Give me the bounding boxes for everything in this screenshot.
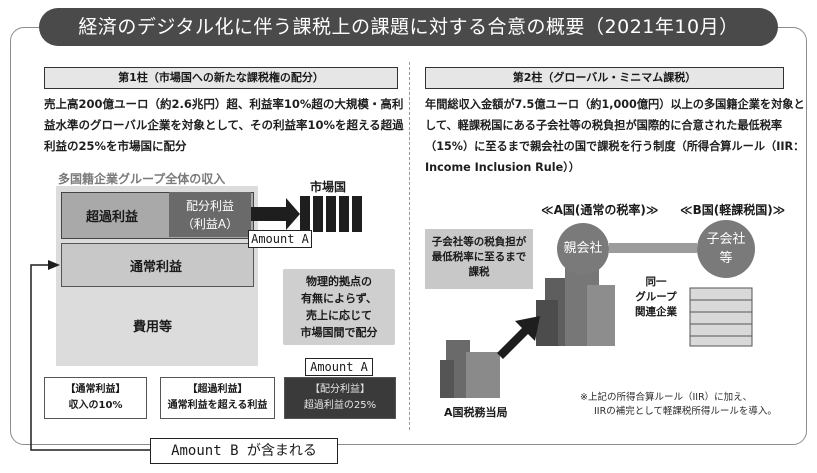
normal-profit-box bbox=[61, 243, 254, 287]
allocation-arrow bbox=[251, 198, 300, 230]
country-a-label: ≪A国(通常の税率)≫ bbox=[541, 203, 659, 217]
pillar1-description: 売上高200億ユーロ（約2.6兆円）超、利益率10%超の大規模・高利益水準のグロ… bbox=[44, 97, 404, 153]
group-connector-line bbox=[609, 243, 697, 253]
footer-line: 【通常利益】 bbox=[65, 384, 126, 395]
group-line: 同一 bbox=[645, 276, 667, 288]
callout-line: 最低税率に至るまで bbox=[431, 251, 527, 263]
callout-line: 課税 bbox=[468, 266, 490, 278]
tax-authority-label: A国税務当局 bbox=[444, 406, 508, 419]
footer-line: 【超過利益】 bbox=[187, 384, 248, 395]
pillar2-description: 年間総収入金額が7.5億ユーロ（約1,000億円）以上の多国籍企業を対象として、… bbox=[425, 98, 805, 174]
allocated-profit-line1: 配分利益 bbox=[185, 199, 234, 213]
footer-excess-profit: 【超過利益】 通常利益を超える利益 bbox=[160, 377, 275, 419]
subsidiary-building-icon bbox=[689, 287, 753, 347]
footer-normal-profit: 【通常利益】 収入の10% bbox=[44, 377, 147, 419]
taxation-arrow bbox=[497, 316, 540, 359]
callout-line: 子会社等の税負担が bbox=[431, 236, 527, 248]
market-country-label: 市場国 bbox=[310, 180, 347, 194]
callout-line: 売上に応じて bbox=[306, 309, 372, 322]
subsidiary-line1: 子会社 bbox=[706, 232, 746, 247]
same-group-label: 同一 グループ 関連企業 bbox=[629, 275, 683, 320]
group-line: グループ bbox=[635, 291, 677, 303]
parent-company-building-icon bbox=[536, 268, 615, 346]
pillar2-heading: 第2柱（グローバル・ミニマム課税） bbox=[425, 67, 784, 89]
parent-company-node: 親会社 bbox=[557, 223, 609, 275]
footer-allocated-profit: 【配分利益】 超過利益の25% bbox=[284, 377, 396, 419]
tax-authority-building-icon bbox=[440, 340, 500, 398]
note-line2: IIRの補完として軽課税所得ルールを導入。 bbox=[594, 406, 777, 417]
footer-line: 超過利益の25% bbox=[303, 400, 377, 411]
pillar-divider bbox=[409, 62, 410, 430]
subsidiary-line2: 等 bbox=[719, 251, 733, 266]
group-income-label: 多国籍企業グループ全体の収入 bbox=[58, 172, 226, 186]
callout-line: 物理的拠点の bbox=[306, 275, 372, 288]
costs-label: 費用等 bbox=[133, 320, 173, 335]
note-line1: ※上記の所得合算ルール（IIR）に加え、 bbox=[580, 392, 753, 403]
amount-a-label-footer: Amount A bbox=[305, 358, 373, 376]
excess-profit-label: 超過利益 bbox=[86, 210, 139, 225]
amount-a-label: Amount A bbox=[248, 230, 312, 248]
footer-line: 【配分利益】 bbox=[310, 384, 370, 395]
footer-line: 通常利益を超える利益 bbox=[167, 400, 268, 411]
callout-line: 有無によらず、 bbox=[300, 292, 377, 305]
amount-b-bracket bbox=[30, 260, 150, 451]
callout-line: 市場国間で配分 bbox=[300, 326, 378, 339]
pillar2-callout: 子会社等の税負担が 最低税率に至るまで 課税 bbox=[425, 229, 533, 289]
allocated-profit-box: 配分利益 （利益A） bbox=[169, 192, 251, 237]
footer-line: 収入の10% bbox=[68, 400, 123, 411]
country-b-label: ≪B国(軽課税国)≫ bbox=[680, 203, 786, 217]
group-line: 関連企業 bbox=[635, 306, 677, 318]
subsidiary-node: 子会社 等 bbox=[697, 220, 755, 278]
pillar2-note: ※上記の所得合算ルール（IIR）に加え、 IIRの補完として軽課税所得ルールを導… bbox=[580, 391, 777, 419]
normal-profit-label: 通常利益 bbox=[130, 260, 183, 275]
amount-b-label: Amount B が含まれる bbox=[150, 438, 338, 464]
page-title: 経済のデジタル化に伴う課税上の課題に対する合意の概要（2021年10月） bbox=[39, 8, 778, 46]
pillar1-callout: 物理的拠点の 有無によらず、 売上に応じて 市場国間で配分 bbox=[283, 269, 395, 345]
allocated-profit-line2: （利益A） bbox=[181, 217, 239, 231]
pillar1-heading: 第1柱（市場国への新たな課税権の配分） bbox=[44, 67, 398, 89]
